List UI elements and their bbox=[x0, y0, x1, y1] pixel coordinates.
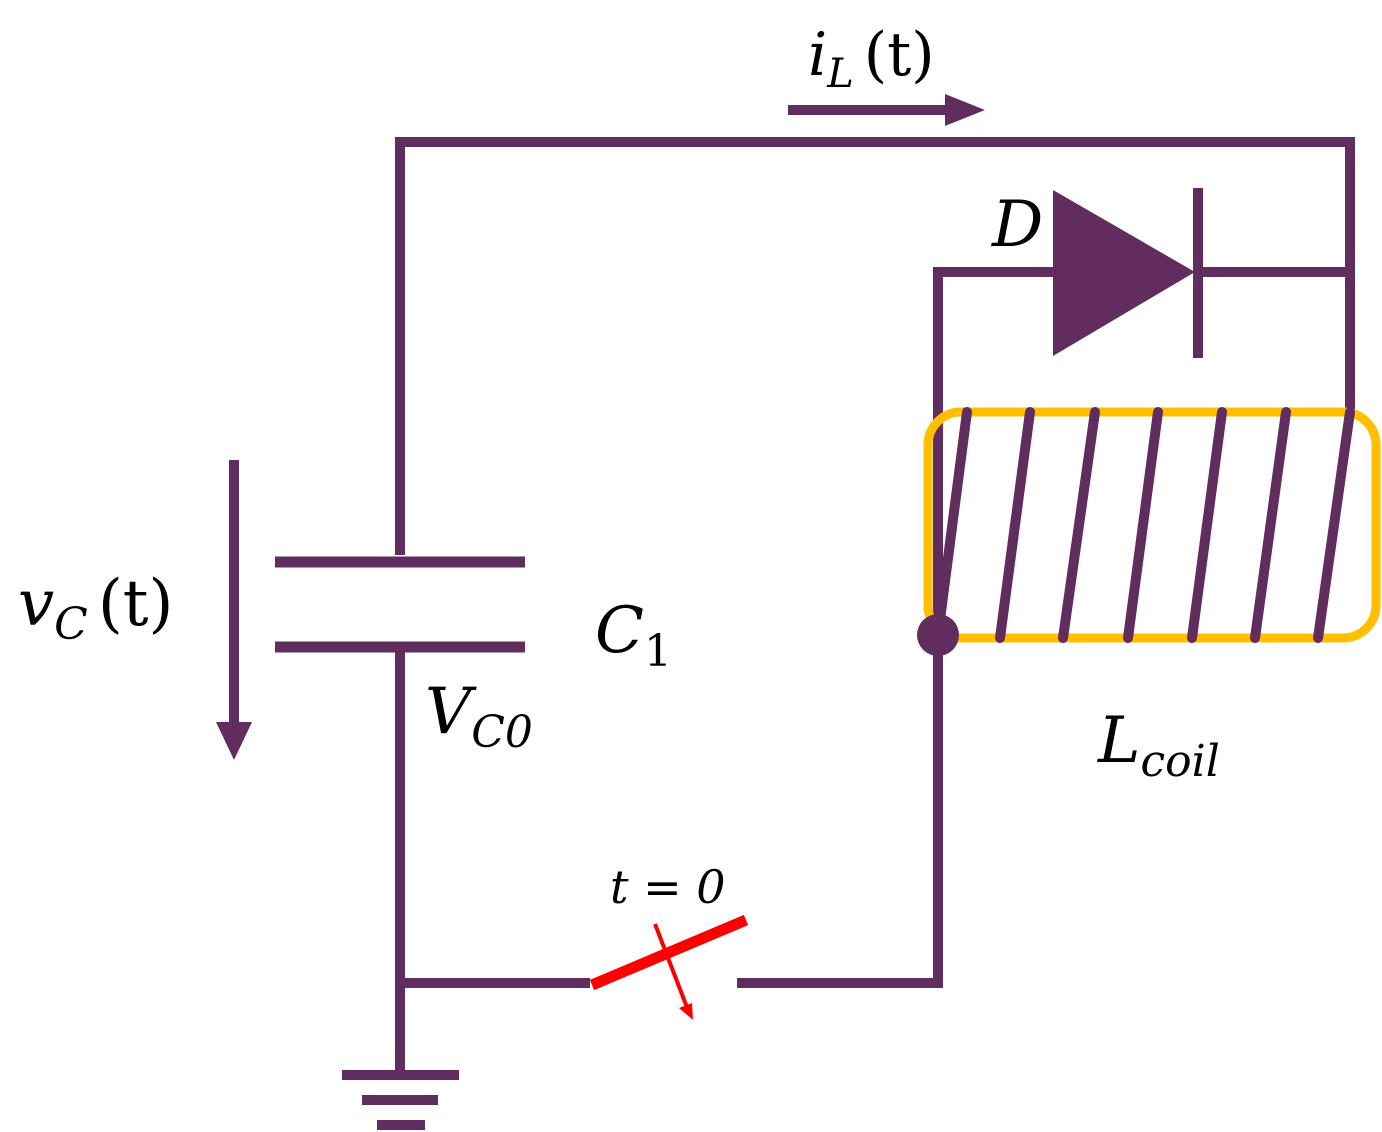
diode-triangle bbox=[1053, 190, 1195, 356]
switch-blade bbox=[589, 914, 749, 991]
switch-motion-arrow-head bbox=[679, 1003, 693, 1020]
initial-voltage-label: VC0 bbox=[425, 675, 533, 758]
current-arrow-icon bbox=[788, 94, 985, 126]
voltage-label: vC(t) bbox=[18, 567, 173, 650]
capacitor-icon bbox=[275, 556, 525, 653]
diode-label: D bbox=[991, 188, 1043, 262]
ground-icon bbox=[342, 1070, 459, 1130]
wires bbox=[395, 137, 1355, 1075]
coil-outline bbox=[923, 407, 1381, 643]
switch-time-label: t = 0 bbox=[610, 860, 726, 914]
bottom-right-wire bbox=[737, 635, 943, 988]
inductor-coil-icon bbox=[923, 407, 1381, 643]
junction-node bbox=[917, 614, 959, 656]
switch-icon bbox=[589, 914, 749, 1020]
switch-motion-arrow-shaft bbox=[653, 923, 690, 1011]
coil-label: Lcoil bbox=[1097, 704, 1220, 787]
voltage-arrow-icon bbox=[216, 460, 252, 760]
diode-icon bbox=[1053, 188, 1203, 358]
diode-branch-wire-left bbox=[933, 267, 1055, 635]
current-label: iL(t) bbox=[808, 20, 935, 97]
capacitor-label: C1 bbox=[595, 594, 672, 677]
